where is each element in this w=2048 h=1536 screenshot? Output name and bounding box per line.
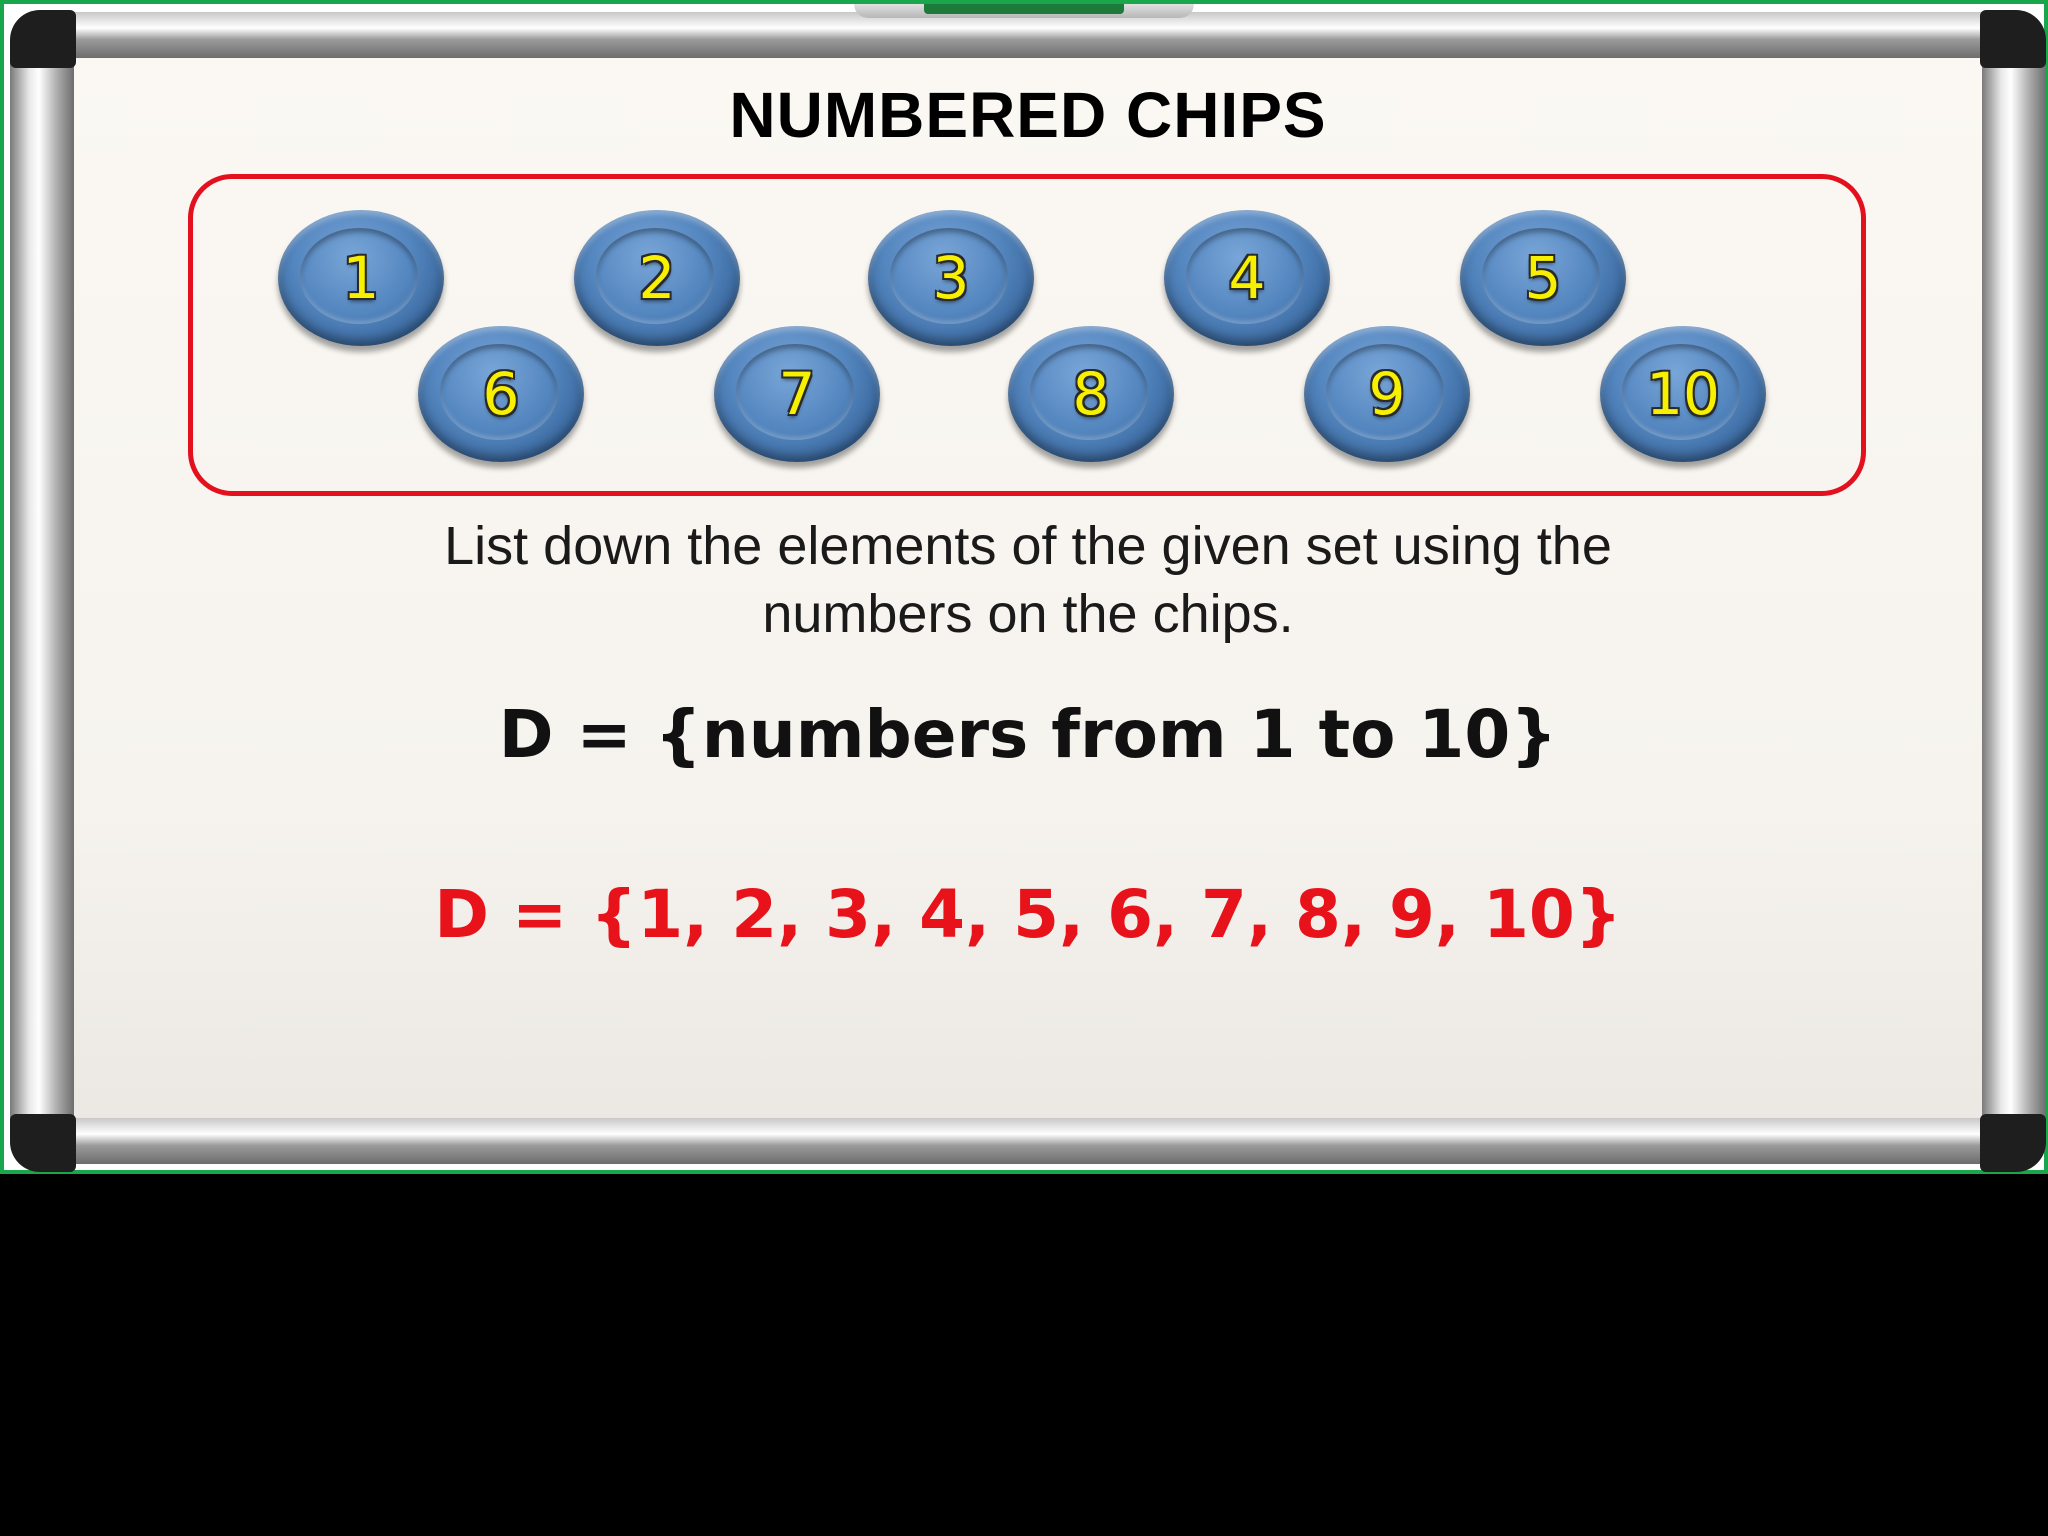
chip-10: 10 xyxy=(1600,326,1766,462)
instruction-text: List down the elements of the given set … xyxy=(304,512,1752,648)
set-roster-answer: D = {1, 2, 3, 4, 5, 6, 7, 8, 9, 10} xyxy=(434,876,1622,953)
green-marker xyxy=(924,4,1124,14)
slide-title: NUMBERED CHIPS xyxy=(729,79,1327,151)
chip-9: 9 xyxy=(1304,326,1470,462)
frame-corner-top-right xyxy=(1980,10,2046,68)
chip-number: 4 xyxy=(1228,244,1266,312)
chip-number: 2 xyxy=(638,244,676,312)
chip-container xyxy=(188,174,1866,496)
chip-number: 6 xyxy=(482,360,520,428)
chip-5: 5 xyxy=(1460,210,1626,346)
slide: NUMBERED CHIPS 1 2 3 4 5 6 7 8 9 10 L xyxy=(0,0,2048,1174)
chip-7: 7 xyxy=(714,326,880,462)
chip-8: 8 xyxy=(1008,326,1174,462)
chip-2: 2 xyxy=(574,210,740,346)
whiteboard-frame-left xyxy=(10,34,74,1154)
chip-number: 10 xyxy=(1646,360,1720,428)
frame-corner-bottom-right xyxy=(1980,1114,2046,1172)
frame-corner-bottom-left xyxy=(10,1114,76,1172)
chip-number: 3 xyxy=(932,244,970,312)
chip-number: 9 xyxy=(1368,360,1406,428)
frame-corner-top-left xyxy=(10,10,76,68)
chip-number: 7 xyxy=(778,360,816,428)
chip-3: 3 xyxy=(868,210,1034,346)
instruction-line-2: numbers on the chips. xyxy=(762,584,1294,644)
chip-4: 4 xyxy=(1164,210,1330,346)
chip-number: 8 xyxy=(1072,360,1110,428)
whiteboard-frame-top xyxy=(12,12,2042,58)
set-rule-description: D = {numbers from 1 to 10} xyxy=(498,696,1558,773)
chip-6: 6 xyxy=(418,326,584,462)
chip-number: 5 xyxy=(1524,244,1562,312)
chip-number: 1 xyxy=(342,244,380,312)
instruction-line-1: List down the elements of the given set … xyxy=(444,516,1612,576)
chip-1: 1 xyxy=(278,210,444,346)
whiteboard-frame-right xyxy=(1982,34,2046,1154)
whiteboard-frame-bottom xyxy=(12,1118,2042,1164)
